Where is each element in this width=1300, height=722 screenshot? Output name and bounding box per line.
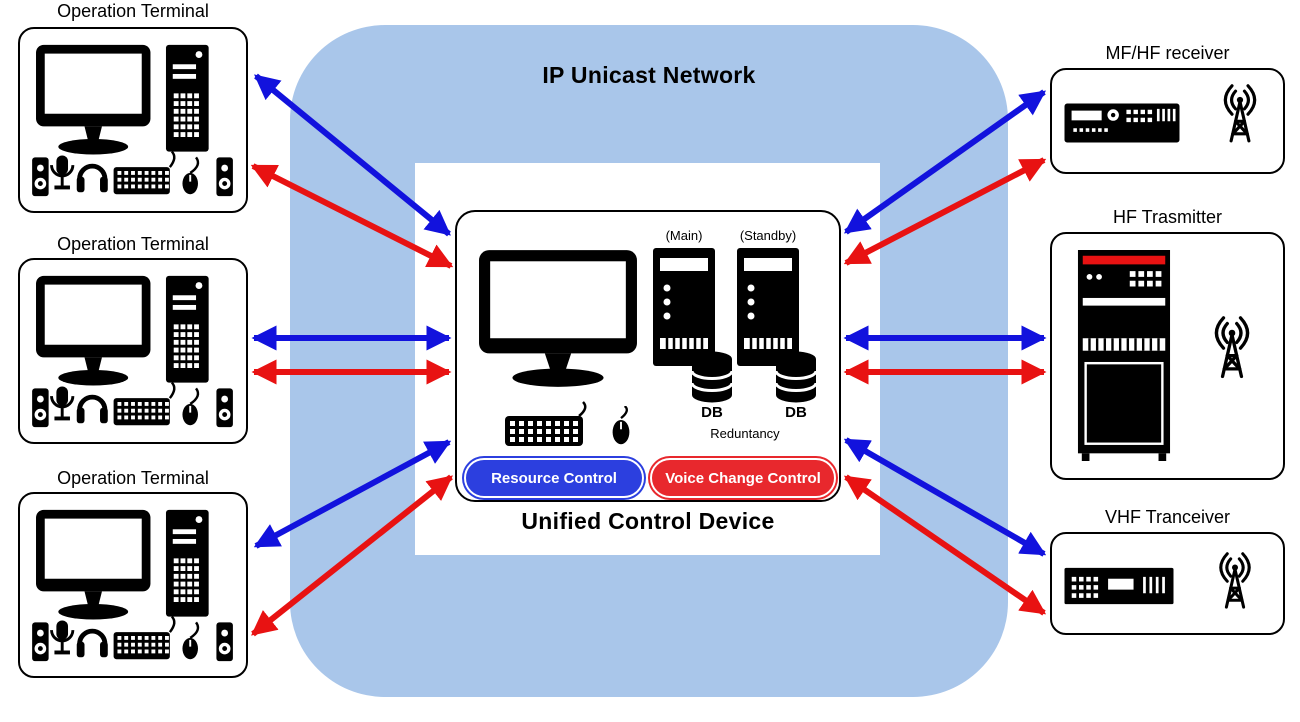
hf-transmitter-box	[1050, 232, 1285, 480]
operation-terminal-2-box	[18, 258, 248, 444]
transceiver-icon	[1064, 566, 1174, 606]
standby-label: (Standby)	[739, 228, 797, 243]
voice-change-control-button: Voice Change Control	[650, 458, 836, 498]
keyboard-icon	[503, 400, 595, 448]
main-db-label: DB	[701, 404, 723, 421]
workstation-icon	[30, 41, 236, 202]
operation-terminal-3-label: Operation Terminal	[57, 468, 209, 488]
transmitter-rack-icon	[1076, 250, 1172, 461]
network-title: IP Unicast Network	[542, 62, 756, 88]
mfhf-receiver-label: MF/HF receiver	[1105, 43, 1230, 63]
control-monitor-icon	[477, 248, 639, 390]
mouse-icon	[607, 406, 635, 447]
antenna-icon	[1204, 552, 1266, 614]
workstation-icon	[30, 272, 236, 433]
main-server-icon	[653, 248, 715, 366]
operation-terminal-1-label: Operation Terminal	[57, 1, 209, 21]
resource-control-button: Resource Control	[464, 458, 644, 498]
vhf-transceiver-label: VHF Tranceiver	[1104, 507, 1231, 527]
operation-terminal-3-box	[18, 492, 248, 678]
hf-transmitter-label: HF Trasmitter	[1112, 207, 1222, 227]
main-label: (Main)	[665, 228, 703, 243]
main-database-icon	[689, 350, 735, 404]
operation-terminal-1-box	[18, 27, 248, 213]
unified-control-device-title: Unified Control Device	[521, 508, 775, 534]
standby-db-label: DB	[785, 404, 807, 421]
unified-control-device-box: (Main) (Standby) DB DB Reduntancy Resour…	[455, 210, 841, 502]
standby-server-icon	[737, 248, 799, 366]
antenna-icon	[1208, 84, 1272, 148]
redundancy-label: Reduntancy	[710, 426, 780, 441]
receiver-icon	[1064, 100, 1180, 146]
antenna-icon	[1198, 316, 1266, 384]
operation-terminal-2-label: Operation Terminal	[57, 234, 209, 254]
workstation-icon	[30, 506, 236, 667]
mfhf-receiver-box	[1050, 68, 1285, 174]
vhf-transceiver-box	[1050, 532, 1285, 635]
standby-database-icon	[773, 350, 819, 404]
